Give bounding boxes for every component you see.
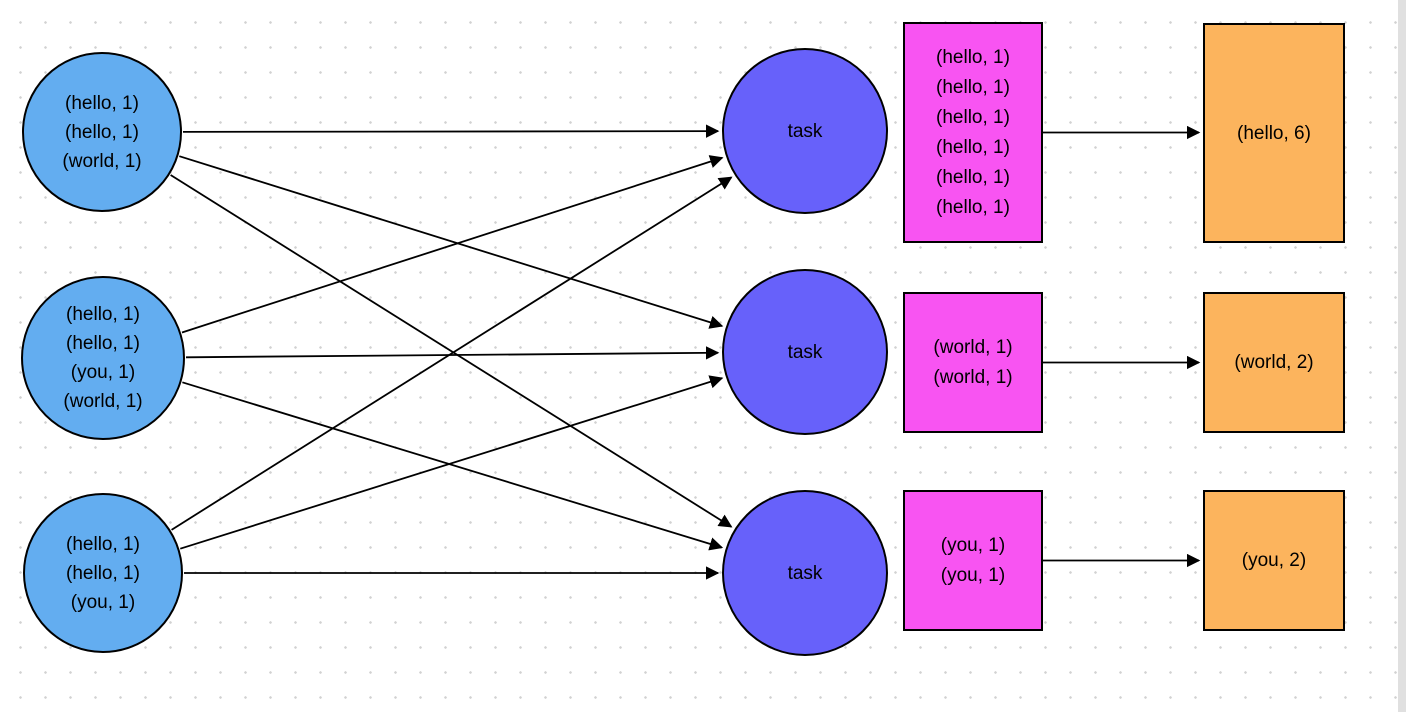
tuple-line: (hello, 1) bbox=[936, 136, 1010, 158]
tuple-line: (world, 1) bbox=[63, 391, 143, 412]
tuple-line: (you, 1) bbox=[70, 362, 136, 383]
tuple-line: (hello, 1) bbox=[936, 76, 1010, 98]
edge-arrow bbox=[185, 346, 720, 360]
edge-arrow bbox=[182, 124, 720, 138]
task-label: task bbox=[787, 120, 823, 142]
tuple-line: (hello, 1) bbox=[66, 333, 140, 354]
tuple-line: (hello, 1) bbox=[65, 121, 139, 143]
tuple-line: (hello, 1) bbox=[66, 533, 140, 555]
tuple-line: (you, 1) bbox=[70, 591, 136, 613]
tuple-line: (hello, 1) bbox=[65, 92, 139, 114]
result-node-you: (you, 2) bbox=[1203, 490, 1345, 631]
result-label: (you, 2) bbox=[1241, 550, 1307, 571]
result-node-world: (world, 2) bbox=[1203, 292, 1345, 433]
tuple-line: (you, 1) bbox=[940, 564, 1006, 586]
tuple-line: (hello, 1) bbox=[936, 46, 1010, 68]
edge-arrow bbox=[179, 375, 724, 550]
tuple-line: (hello, 1) bbox=[66, 562, 140, 584]
edge-arrow bbox=[171, 176, 733, 531]
shuffle-group-world: (world, 1) (world, 1) bbox=[903, 292, 1043, 433]
task-node-1: task bbox=[722, 48, 888, 214]
shuffle-group-hello: (hello, 1) (hello, 1) (hello, 1) (hello, 1)… bbox=[903, 22, 1043, 243]
tuple-line: (world, 1) bbox=[933, 366, 1013, 388]
edge-arrow bbox=[179, 155, 724, 329]
result-label: (world, 2) bbox=[1234, 352, 1314, 373]
edge-arrow bbox=[181, 155, 724, 334]
task-node-3: task bbox=[722, 490, 888, 656]
tuple-line: (hello, 1) bbox=[936, 106, 1010, 128]
result-label: (hello, 6) bbox=[1237, 122, 1311, 144]
tuple-line: (hello, 1) bbox=[66, 304, 140, 325]
task-label: task bbox=[787, 562, 823, 584]
tuple-line: (hello, 1) bbox=[936, 196, 1010, 218]
task-node-2: task bbox=[722, 269, 888, 435]
edge-arrow bbox=[170, 174, 733, 528]
tuple-line: (hello, 1) bbox=[936, 166, 1010, 188]
tuple-line: (world, 1) bbox=[933, 336, 1013, 358]
mapper-node-2: (hello, 1) (hello, 1) (you, 1) (world, 1) bbox=[21, 276, 185, 440]
window-edge bbox=[1398, 0, 1406, 712]
tuple-line: (world, 1) bbox=[62, 150, 142, 172]
mapper-node-3: (hello, 1) (hello, 1) (you, 1) bbox=[23, 493, 183, 653]
edge-arrow bbox=[182, 381, 724, 551]
tuple-line: (you, 1) bbox=[940, 534, 1006, 556]
result-node-hello: (hello, 6) bbox=[1203, 23, 1345, 243]
task-label: task bbox=[787, 341, 823, 363]
shuffle-group-you: (you, 1) (you, 1) bbox=[903, 490, 1043, 631]
mapper-node-1: (hello, 1) (hello, 1) (world, 1) bbox=[22, 52, 182, 212]
